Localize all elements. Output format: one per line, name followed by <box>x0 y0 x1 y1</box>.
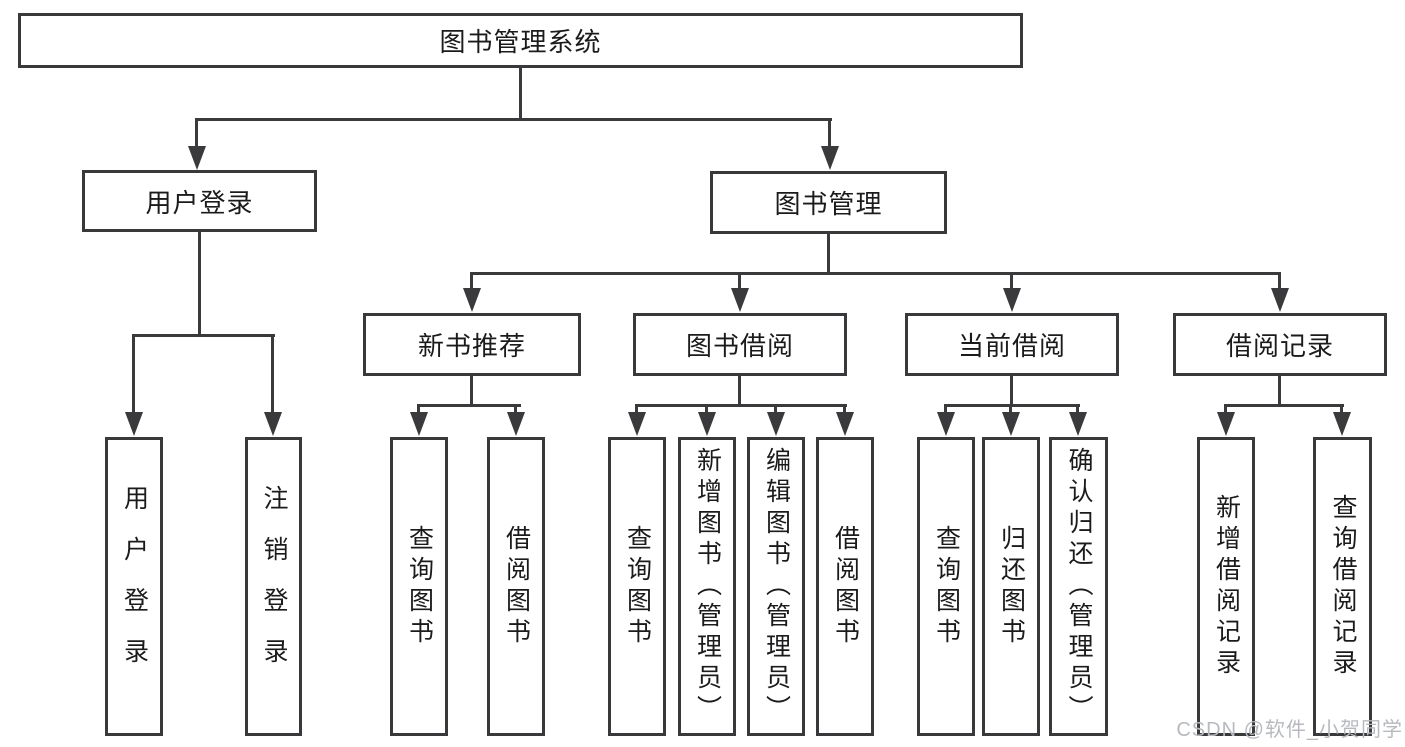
arrow-down-icon <box>410 404 428 436</box>
leaf-query-borrow-record: 查询借阅记录 <box>1313 437 1372 736</box>
leaf-label: 借阅图书 <box>831 524 860 649</box>
arrow-down-icon <box>1333 404 1351 436</box>
leaf-label: 确认归还（管理员） <box>1065 447 1093 726</box>
node-library-management-system: 图书管理系统 <box>18 13 1023 68</box>
arrow-down-icon <box>767 404 785 436</box>
arrow-down-icon <box>188 118 206 170</box>
connector-line <box>470 272 1281 275</box>
arrow-down-icon <box>1069 404 1087 436</box>
leaf-label: 注销登录 <box>260 484 288 689</box>
arrow-down-icon <box>1003 272 1021 312</box>
node-label: 图书管理系统 <box>439 27 602 57</box>
node-label: 图书管理 <box>774 189 883 219</box>
leaf-label: 编辑图书（管理员） <box>762 447 791 726</box>
leaf-query-books-current: 查询图书 <box>917 437 975 736</box>
connector-line <box>1224 404 1344 407</box>
connector-line <box>738 374 741 406</box>
node-label: 用户登录 <box>145 187 254 218</box>
leaf-query-books-recommend: 查询图书 <box>390 437 448 736</box>
arrow-down-icon <box>821 118 839 170</box>
node-book-management: 图书管理 <box>710 171 947 234</box>
leaf-label: 查询图书 <box>932 524 961 649</box>
leaf-logout: 注销登录 <box>245 437 302 736</box>
arrow-down-icon <box>731 272 749 312</box>
node-book-borrowing: 图书借阅 <box>633 313 847 376</box>
arrow-down-icon <box>628 404 646 436</box>
leaf-label: 用户登录 <box>120 484 149 689</box>
arrow-down-icon <box>463 272 481 312</box>
arrow-down-icon <box>1002 404 1020 436</box>
leaf-label: 查询借阅记录 <box>1329 493 1357 680</box>
watermark-text: CSDN @软件_小贺同学 <box>1176 719 1403 741</box>
connector-line <box>944 404 1080 407</box>
connector-line <box>196 118 832 121</box>
arrow-down-icon <box>507 404 525 436</box>
arrow-down-icon <box>264 334 282 436</box>
node-label: 当前借阅 <box>957 331 1066 361</box>
node-current-borrowing: 当前借阅 <box>905 313 1119 376</box>
arrow-down-icon <box>1217 404 1235 436</box>
node-user-login: 用户登录 <box>82 170 317 232</box>
leaf-borrow-books-recommend: 借阅图书 <box>487 437 545 736</box>
connector-line <box>1010 374 1013 406</box>
leaf-label: 归还图书 <box>997 524 1026 649</box>
leaf-label: 查询图书 <box>623 524 652 649</box>
connector-line <box>827 232 830 274</box>
leaf-borrow-books: 借阅图书 <box>816 437 874 736</box>
node-label: 新书推荐 <box>417 331 526 361</box>
leaf-label: 借阅图书 <box>502 524 531 649</box>
connector-line <box>198 230 201 336</box>
leaf-user-login: 用户登录 <box>105 437 163 736</box>
arrow-down-icon <box>698 404 716 436</box>
arrow-down-icon <box>836 404 854 436</box>
leaf-label: 新增借阅记录 <box>1212 493 1241 680</box>
connector-line <box>417 404 521 407</box>
node-borrow-records: 借阅记录 <box>1173 313 1387 376</box>
connector-line <box>132 334 275 337</box>
leaf-label: 查询图书 <box>405 524 434 649</box>
connector-line <box>470 374 473 406</box>
connector-line <box>1278 374 1281 406</box>
connector-line <box>635 404 847 407</box>
connector-line <box>519 66 522 120</box>
node-new-book-recommend: 新书推荐 <box>363 313 581 376</box>
arrow-down-icon <box>1271 272 1289 312</box>
leaf-add-books-admin: 新增图书（管理员） <box>678 437 736 736</box>
leaf-query-books-borrowing: 查询图书 <box>608 437 666 736</box>
arrow-down-icon <box>125 334 143 436</box>
leaf-confirm-return-admin: 确认归还（管理员） <box>1049 437 1108 736</box>
node-label: 借阅记录 <box>1225 331 1334 361</box>
leaf-add-borrow-record: 新增借阅记录 <box>1197 437 1255 736</box>
leaf-label: 新增图书（管理员） <box>693 447 722 726</box>
node-label: 图书借阅 <box>685 331 794 361</box>
leaf-edit-books-admin: 编辑图书（管理员） <box>747 437 805 736</box>
leaf-return-books: 归还图书 <box>982 437 1040 736</box>
arrow-down-icon <box>937 404 955 436</box>
